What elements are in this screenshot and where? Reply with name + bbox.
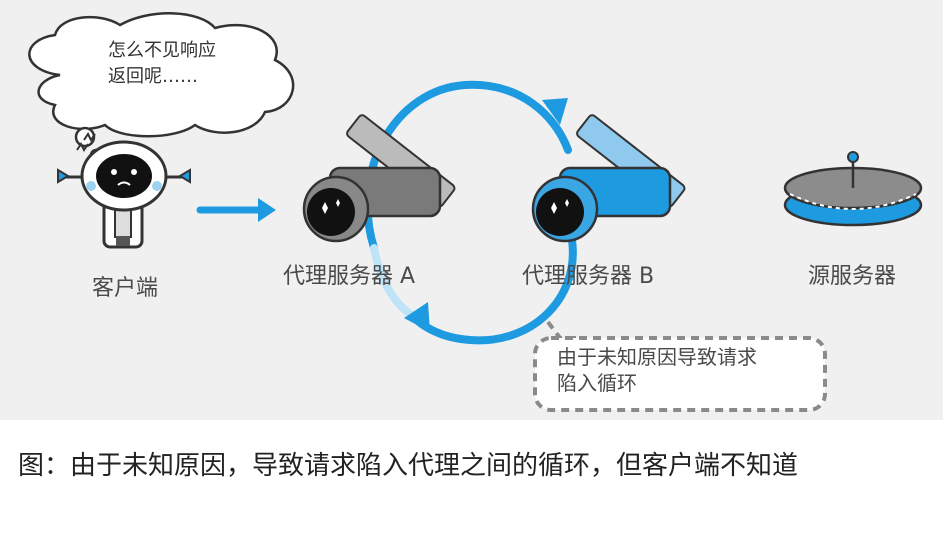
note-text: 由于未知原因导致请求 陷入循环 (535, 322, 825, 410)
client-robot-icon (57, 132, 191, 249)
proxy-a-satellite-icon (302, 114, 456, 243)
thought-bubble-text: 怎么不见响应 返回呢…… (108, 38, 216, 90)
diagram-art (28, 12, 923, 412)
client-label: 客户端 (92, 276, 159, 301)
origin-server-label: 源服务器 (808, 264, 897, 289)
thought-line-1: 怎么不见响应 (108, 40, 216, 61)
origin-server-icon (783, 151, 923, 227)
note-box (533, 320, 827, 412)
request-arrow (196, 198, 276, 222)
proxy-b-label: 代理服务器 B (522, 264, 655, 289)
figure-caption: 图：由于未知原因，导致请求陷入代理之间的循环，但客户端不知道 (18, 451, 799, 481)
note-line-1: 由于未知原因导致请求 (557, 345, 757, 369)
note-line-2: 陷入循环 (557, 371, 637, 395)
proxy-a-label: 代理服务器 A (283, 264, 416, 289)
proxy-b-satellite-icon (531, 114, 686, 243)
thought-line-2: 返回呢…… (108, 66, 198, 87)
